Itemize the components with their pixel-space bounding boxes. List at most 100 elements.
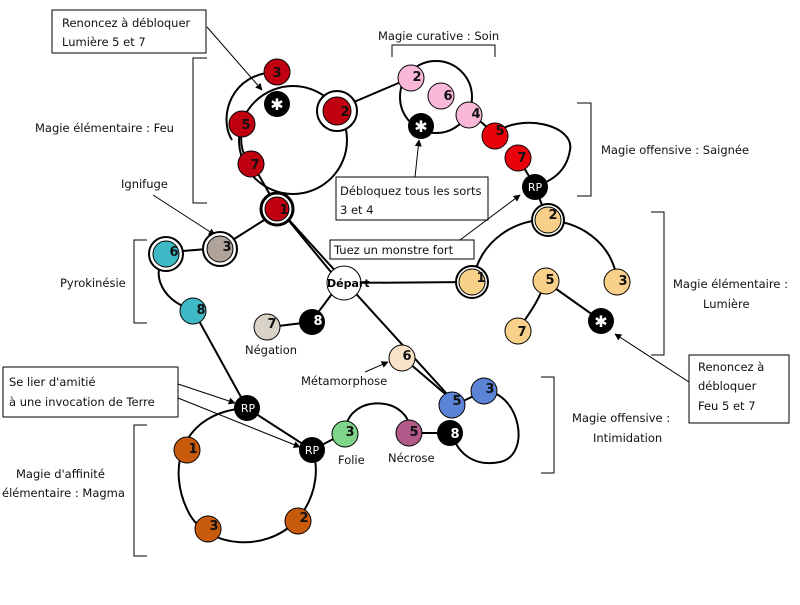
node-number: 4 [471, 107, 480, 122]
spell-node-int-8[interactable]: 8 [437, 420, 463, 446]
node-circle [173, 436, 201, 464]
arrow-note-rp [459, 194, 521, 241]
spell-node-soin-star[interactable]: ✱ [408, 113, 434, 139]
node-number: 1 [476, 271, 485, 286]
pyro8-rp [192, 309, 248, 409]
spell-node-feu-3[interactable]: 3 [263, 58, 291, 86]
note-line: Feu 5 et 7 [698, 399, 756, 413]
branch-label-feu: Magie élémentaire : Feu [35, 121, 174, 135]
spell-node-neg-7[interactable]: 7 [253, 313, 281, 341]
branch-label-soin: Magie curative : Soin [378, 29, 499, 43]
negation-nodes: 7 8 [253, 309, 325, 341]
node-circle [388, 344, 416, 372]
spell-node-mag-1[interactable]: 1 [173, 436, 201, 464]
arrow-note-feu [206, 26, 263, 91]
node-circle [504, 317, 532, 345]
spell-node-feu-star[interactable]: ✱ [264, 91, 290, 117]
feu-loop [238, 85, 348, 195]
spell-node-sai-7[interactable]: 7 [504, 144, 532, 172]
node-circle [438, 391, 466, 419]
star-icon: ✱ [594, 312, 607, 331]
node-number: 5 [545, 273, 554, 288]
branch-label-lumiere: Lumière [703, 297, 750, 311]
spell-node-lum-7[interactable]: 7 [504, 317, 532, 345]
spell-node-feu-2[interactable]: 2 [316, 90, 358, 132]
node-circle [263, 58, 291, 86]
spell-node-sai-rp[interactable]: RP [522, 174, 548, 200]
node-circle [264, 91, 290, 117]
spell-node-soin-4[interactable]: 4 [455, 101, 483, 129]
node-number: 5 [241, 118, 250, 133]
spell-node-feu-1[interactable]: 1 [259, 191, 295, 227]
spell-node-int-3[interactable]: 3 [470, 377, 498, 405]
spell-node-lum-star[interactable]: ✱ [588, 308, 614, 334]
spell-node-feu-7[interactable]: 7 [237, 150, 265, 178]
node-circle [234, 395, 260, 421]
node-circle [179, 297, 207, 325]
node-circle [152, 240, 180, 268]
start-circle [326, 265, 362, 301]
spell-node-nec-5[interactable]: 5 [395, 419, 423, 447]
sai-loop [493, 121, 572, 187]
note-line: à une invocation de Terre [9, 395, 155, 409]
branch-label-magma: Magie d'affinité [16, 467, 105, 481]
note-top-left: Renoncez à débloquer Lumière 5 et 7 [51, 9, 207, 54]
spell-node-soin-2[interactable]: 2 [397, 64, 425, 92]
label-metamorphose: Métamorphose [301, 374, 387, 388]
spell-node-mag-3[interactable]: 3 [194, 515, 222, 543]
node-circle [603, 268, 631, 296]
label-necrose: Nécrose [388, 451, 435, 465]
spell-node-met-6[interactable]: 6 [388, 344, 416, 372]
node-number: 5 [452, 394, 461, 409]
spell-node-folie-3[interactable]: 3 [331, 420, 359, 448]
node-circle [194, 515, 222, 543]
node-number: 6 [402, 349, 411, 364]
note-line: Renoncez à [698, 360, 764, 374]
note-line: Débloquez tous les sorts [340, 184, 481, 198]
node-circle [253, 313, 281, 341]
spell-node-sai-5[interactable]: 5 [481, 122, 509, 150]
spell-node-rp-mid[interactable]: RP [299, 437, 325, 463]
node-circle [470, 377, 498, 405]
bracket-magma [133, 424, 147, 557]
note-left: Se lier d'amitié à une invocation de Ter… [2, 366, 179, 418]
node-number: 5 [409, 425, 418, 440]
magma-nodes: RP RP 1 3 2 [173, 395, 325, 543]
note-line: Renoncez à débloquer [62, 16, 191, 30]
spell-node-neg-8[interactable]: 8 [299, 309, 325, 335]
spell-node-feu-5[interactable]: 5 [228, 110, 256, 138]
soin-loop [399, 60, 473, 134]
spell-node-ign-3[interactable]: 3 [202, 231, 238, 267]
node-circle [408, 113, 434, 139]
note-box [335, 176, 489, 221]
start-label: Départ [327, 277, 370, 290]
node-number: 8 [450, 427, 459, 442]
spell-node-lum-1[interactable]: 1 [455, 265, 489, 299]
spell-node-lum-3[interactable]: 3 [603, 268, 631, 296]
node-number: 6 [443, 89, 452, 104]
spell-node-lum-5[interactable]: 5 [532, 267, 560, 295]
feu-branch-nodes: 3 ✱ 5 7 2 1 [228, 58, 358, 227]
spell-node-pyro-8[interactable]: 8 [179, 297, 207, 325]
int-loop [451, 390, 520, 465]
spell-node-mag-2[interactable]: 2 [284, 507, 312, 535]
note-line: 3 et 4 [340, 203, 374, 217]
node-circle [228, 110, 256, 138]
start-node[interactable]: Départ [326, 265, 370, 301]
spell-node-int-5[interactable]: 5 [438, 391, 466, 419]
bracket-saignee [577, 102, 592, 197]
node-circle [455, 101, 483, 129]
arrows [152, 26, 690, 448]
bracket-intimidation [541, 376, 555, 474]
node-circle [504, 144, 532, 172]
spell-node-pyro-6[interactable]: 6 [148, 236, 184, 272]
spell-node-rp-top[interactable]: RP [234, 395, 260, 421]
node-circle [237, 150, 265, 178]
node-number: 8 [196, 303, 205, 318]
spell-node-soin-6[interactable]: 6 [427, 82, 455, 110]
node-circle [331, 420, 359, 448]
spell-node-lum-2[interactable]: 2 [531, 203, 565, 237]
node-number: 3 [272, 66, 281, 81]
node-number: 2 [548, 208, 557, 223]
node-circle [264, 196, 290, 222]
